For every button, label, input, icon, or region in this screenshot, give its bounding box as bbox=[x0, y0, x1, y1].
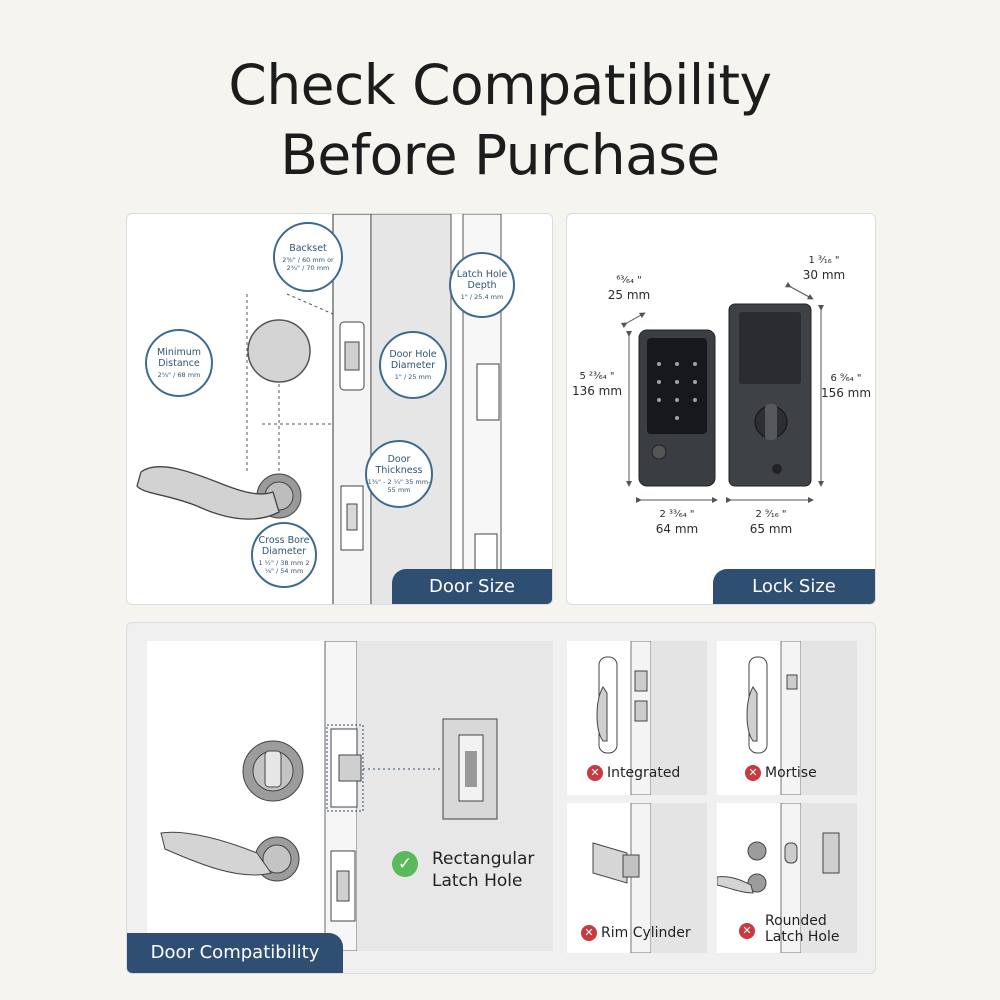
width-front-mm: 64 mm bbox=[655, 522, 699, 536]
mortise-label: ✕Mortise bbox=[745, 765, 817, 781]
door-thickness-value: 1⅜" - 2 ¼" 35 mm-55 mm bbox=[367, 478, 431, 494]
rectangular-label-2: Latch Hole bbox=[432, 871, 523, 891]
latch-depth-title: Latch Hole Depth bbox=[456, 269, 508, 291]
page-title: Check Compatibility Before Purchase bbox=[0, 50, 1000, 190]
rounded-label: ✕ Rounded Latch Hole bbox=[739, 913, 839, 945]
depth-front-frac: ⁶³⁄₆₄ " bbox=[616, 275, 642, 286]
door-size-tab: Door Size bbox=[392, 569, 552, 604]
rim-cylinder-card: ✕Rim Cylinder bbox=[567, 803, 707, 953]
height-front-dim: 5 ²³⁄₆₄ " 136 mm bbox=[567, 370, 627, 398]
depth-back-frac: 1 ³⁄₁₆ " bbox=[808, 255, 840, 266]
height-back-mm: 156 mm bbox=[820, 386, 872, 400]
lock-size-tab: Lock Size bbox=[713, 569, 875, 604]
rounded-text-2: Latch Hole bbox=[765, 929, 840, 945]
backset-value: 2⅜" / 60 mm or 2¾" / 70 mm bbox=[282, 255, 334, 272]
title-line-2: Before Purchase bbox=[280, 123, 720, 187]
door-hole-title: Door Hole Diameter bbox=[389, 349, 437, 371]
title-line-1: Check Compatibility bbox=[228, 53, 772, 117]
rim-label: ✕Rim Cylinder bbox=[581, 925, 691, 941]
door-compat-panel: ✓ Rectangular Latch Hole ✕Integrated ✕Mo… bbox=[126, 622, 876, 974]
x-icon: ✕ bbox=[587, 765, 603, 781]
cross-bore-title: Cross Bore Diameter bbox=[258, 535, 310, 557]
latch-depth-bubble: Latch Hole Depth 1" / 25.4 mm bbox=[449, 252, 515, 318]
depth-back-dim: 1 ³⁄₁₆ " 30 mm bbox=[789, 254, 859, 282]
depth-back-mm: 30 mm bbox=[802, 268, 846, 282]
integrated-drawing bbox=[596, 641, 707, 795]
mortise-card: ✕Mortise bbox=[717, 641, 857, 795]
rounded-text-1: Rounded bbox=[765, 913, 827, 929]
backset-bubble: Backset 2⅜" / 60 mm or 2¾" / 70 mm bbox=[273, 222, 343, 292]
door-size-panel: Backset 2⅜" / 60 mm or 2¾" / 70 mm Minim… bbox=[126, 213, 553, 605]
mortise-drawing bbox=[746, 641, 857, 795]
width-back-dim: 2 ⁹⁄₁₆ " 65 mm bbox=[735, 508, 807, 536]
door-thickness-title: Door Thickness bbox=[375, 454, 423, 476]
door-compat-tab: Door Compatibility bbox=[127, 933, 343, 973]
height-back-dim: 6 ⁹⁄₆₄ " 156 mm bbox=[817, 372, 875, 400]
door-thickness-bubble: Door Thickness 1⅜" - 2 ¼" 35 mm-55 mm bbox=[365, 440, 433, 508]
lock-size-panel: ⁶³⁄₆₄ " 25 mm 1 ³⁄₁₆ " 30 mm 5 ²³⁄₆₄ " 1… bbox=[566, 213, 876, 605]
latch-depth-value: 1" / 25.4 mm bbox=[460, 293, 504, 301]
rectangular-latch-drawing bbox=[160, 641, 553, 951]
integrated-text: Integrated bbox=[607, 765, 681, 781]
x-icon: ✕ bbox=[739, 923, 755, 939]
width-back-frac: 2 ⁹⁄₁₆ " bbox=[755, 509, 787, 520]
rounded-latch-card: ✕ Rounded Latch Hole bbox=[717, 803, 857, 953]
cross-bore-bubble: Cross Bore Diameter 1 ½" / 38 mm 2 ⅛" / … bbox=[251, 522, 317, 588]
lock-illustration bbox=[620, 281, 824, 503]
min-distance-title: Minimum Distance bbox=[156, 347, 202, 369]
backset-title: Backset bbox=[289, 242, 327, 254]
width-front-frac: 2 ³³⁄₆₄ " bbox=[659, 509, 695, 520]
integrated-card: ✕Integrated bbox=[567, 641, 707, 795]
rim-cylinder-drawing bbox=[592, 803, 707, 953]
door-hole-value: 1" / 25 mm bbox=[394, 373, 432, 381]
min-distance-value: 2⅝" / 68 mm bbox=[157, 371, 201, 379]
rectangular-label-1: Rectangular bbox=[432, 849, 535, 869]
height-back-frac: 6 ⁹⁄₆₄ " bbox=[830, 373, 862, 384]
integrated-label: ✕Integrated bbox=[587, 765, 680, 781]
x-icon: ✕ bbox=[581, 925, 597, 941]
mortise-text: Mortise bbox=[765, 765, 817, 781]
rounded-latch-drawing bbox=[717, 803, 857, 953]
width-back-mm: 65 mm bbox=[749, 522, 793, 536]
width-front-dim: 2 ³³⁄₆₄ " 64 mm bbox=[641, 508, 713, 536]
compatible-illustration: ✓ Rectangular Latch Hole bbox=[147, 641, 553, 951]
height-front-frac: 5 ²³⁄₆₄ " bbox=[579, 371, 615, 382]
check-icon: ✓ bbox=[392, 851, 418, 877]
min-distance-bubble: Minimum Distance 2⅝" / 68 mm bbox=[145, 329, 213, 397]
cross-bore-value: 1 ½" / 38 mm 2 ⅛" / 54 mm bbox=[258, 559, 310, 575]
x-icon: ✕ bbox=[745, 765, 761, 781]
rim-text: Rim Cylinder bbox=[601, 925, 691, 941]
height-front-mm: 136 mm bbox=[571, 384, 623, 398]
depth-front-dim: ⁶³⁄₆₄ " 25 mm bbox=[599, 274, 659, 302]
door-size-illustration bbox=[136, 214, 502, 604]
door-hole-bubble: Door Hole Diameter 1" / 25 mm bbox=[379, 331, 447, 399]
depth-front-mm: 25 mm bbox=[607, 288, 651, 302]
